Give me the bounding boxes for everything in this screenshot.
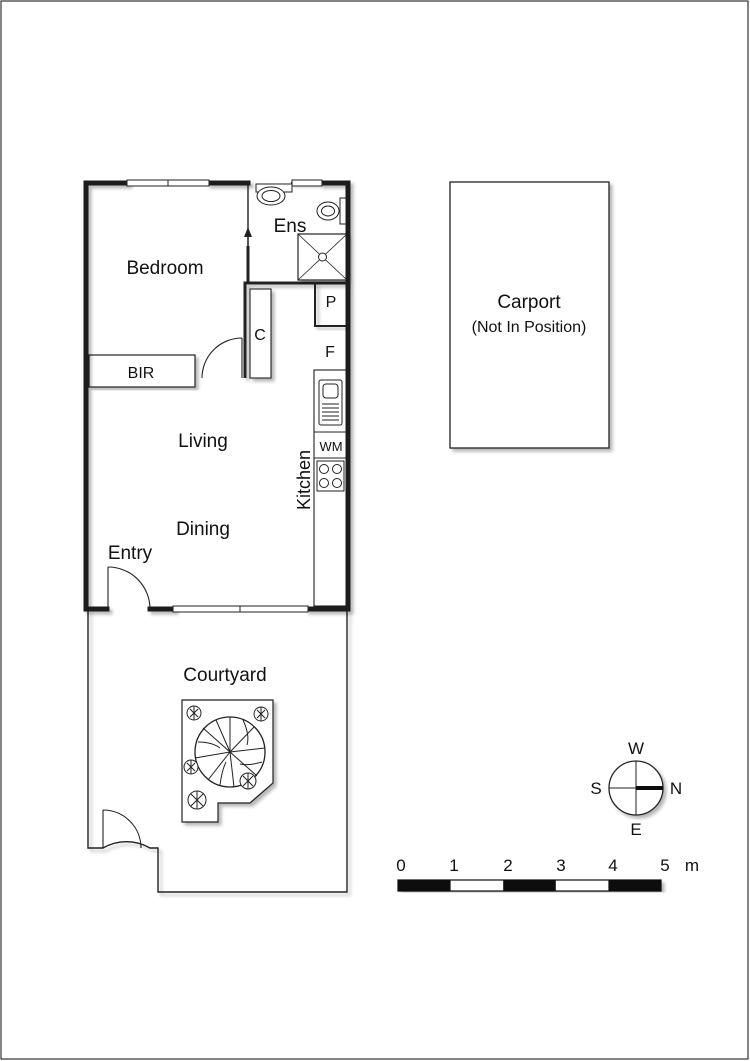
room-label-pantry: P <box>326 294 337 311</box>
door-swing-icon <box>244 227 252 273</box>
scale-tick-label: 1 <box>449 856 458 875</box>
carport-title: Carport <box>497 292 561 313</box>
pantry <box>314 283 347 327</box>
tree-icon <box>194 716 266 788</box>
room-label-ensuite: Ens <box>274 216 307 237</box>
room-label-bedroom: Bedroom <box>126 258 203 279</box>
scale-bar <box>397 879 662 892</box>
room-label-cupboard: C <box>254 327 266 344</box>
carport-note: (Not In Position) <box>472 319 587 336</box>
room-label-living: Living <box>178 431 228 452</box>
scale-tick-label: 4 <box>608 856 617 875</box>
carport-outline <box>449 181 610 449</box>
compass-north-label: N <box>670 779 682 798</box>
door-swing-icon <box>201 337 243 379</box>
bir-cupboard <box>88 354 196 388</box>
room-label-fridge: F <box>325 344 335 361</box>
room-label-kitchen: Kitchen <box>294 450 314 510</box>
door-swing-icon <box>102 809 142 849</box>
compass-east-label: E <box>630 820 641 839</box>
scale-unit-label: m <box>685 856 699 875</box>
cupboard-c <box>243 281 347 379</box>
shower-icon <box>297 233 348 281</box>
scale-tick-label: 0 <box>396 856 405 875</box>
scale-tick-label: 5 <box>660 856 669 875</box>
window <box>126 179 323 613</box>
compass-icon <box>608 760 664 816</box>
scale-tick-label: 3 <box>556 856 565 875</box>
room-label-entry: Entry <box>108 543 153 564</box>
door-swing-icon <box>107 566 151 610</box>
room-label-washing-machine: WM <box>319 439 342 454</box>
toilet-icon <box>255 183 293 206</box>
apartment-walls <box>83 180 351 612</box>
sink-icon <box>318 379 343 426</box>
basin-icon <box>316 197 348 225</box>
compass-south-label: S <box>590 779 601 798</box>
shrub-icon <box>183 705 269 810</box>
compass-west-label: W <box>628 739 644 758</box>
scale-tick-label: 2 <box>503 856 512 875</box>
room-label-bir: BIR <box>128 365 155 382</box>
cooktop-icon <box>316 460 345 492</box>
room-label-dining: Dining <box>176 519 230 540</box>
room-label-courtyard: Courtyard <box>183 665 266 686</box>
